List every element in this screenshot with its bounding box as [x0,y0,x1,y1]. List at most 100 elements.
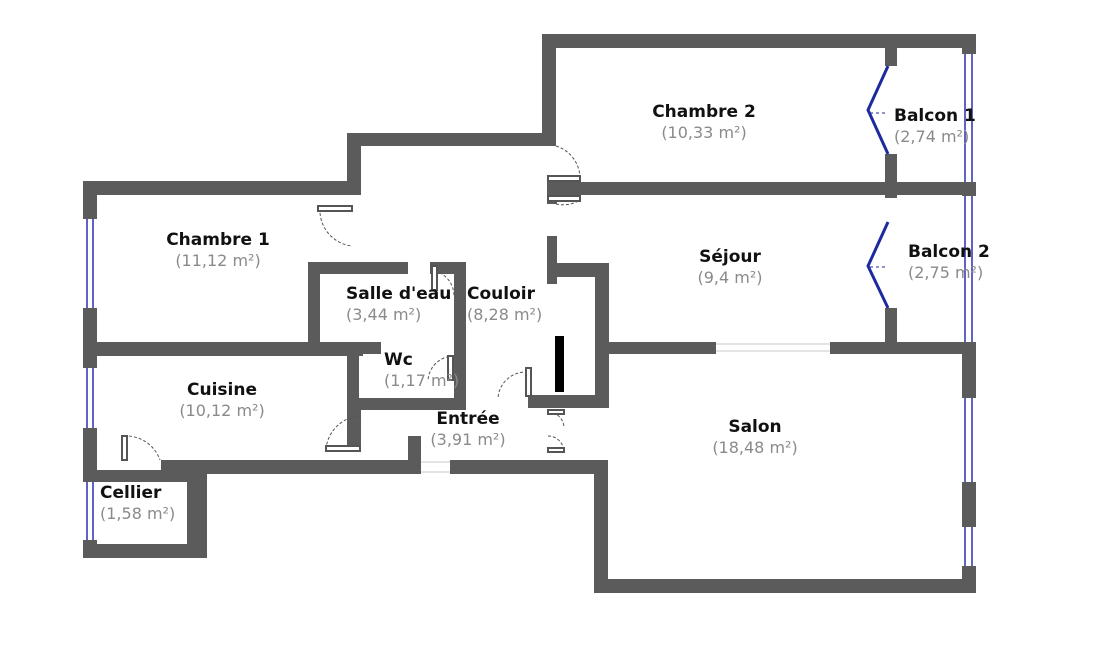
wall [347,342,359,410]
room-chambre-1: Chambre 1 (11,12 m²) [148,230,288,271]
wall [595,263,609,408]
wall [83,181,361,195]
wall [528,395,609,408]
door-arc [319,207,353,247]
windows [86,54,973,566]
wall [547,236,557,284]
wall [83,470,207,482]
wall [187,460,207,558]
room-cellier: Cellier (1,58 m²) [100,483,175,524]
wall [408,436,421,474]
room-sejour: Séjour (9,4 m²) [680,247,780,288]
wall [962,34,976,54]
room-balcon-2: Balcon 2 (2,75 m²) [908,242,990,283]
wall [594,579,976,593]
wall [347,398,466,410]
room-chambre-2: Chambre 2 (10,33 m²) [634,102,774,143]
door-leaf [317,205,353,212]
room-name: Entrée [436,409,500,429]
door-arc [555,199,581,206]
room-couloir: Couloir (8,28 m²) [467,284,542,325]
room-area: (11,12 m²) [175,251,261,271]
room-name: Couloir [467,284,535,304]
room-area: (2,75 m²) [908,263,984,283]
door-leaf [547,195,581,202]
room-name: Balcon 2 [908,242,990,262]
wall [347,133,361,195]
wall [548,460,608,474]
wall [547,263,609,277]
door-leaf [547,447,565,453]
room-name: Cellier [100,483,162,503]
room-area: (1,58 m²) [100,504,176,524]
door-leaf [547,409,565,415]
door-leaves [121,175,581,461]
balcony-door [866,221,890,309]
door-leaf [525,367,532,397]
wall [347,410,361,450]
door-leaf [325,445,361,452]
room-name: Chambre 1 [166,230,270,250]
room-name: Chambre 2 [652,102,756,122]
room-name: Salon [728,417,782,437]
wall [542,34,556,146]
wall [962,182,976,196]
door-arc [497,371,529,399]
wall [962,342,976,398]
wall [609,342,716,354]
wall [555,336,564,392]
door-leaf [431,265,438,291]
door-arc [325,415,362,451]
wall [347,133,556,146]
wall [308,262,408,274]
room-salon: Salon (18,48 m²) [700,417,810,458]
room-area: (10,33 m²) [661,123,747,143]
wall [454,342,466,410]
room-salle-eau: Salle d'eau (3,44 m²) [346,284,451,325]
wall [83,470,113,482]
walls [83,34,976,593]
room-name: Balcon 1 [894,106,976,126]
wall [962,482,976,527]
room-area: (10,12 m²) [179,401,265,421]
wall [83,181,97,219]
wall [885,308,897,352]
wall [885,154,897,198]
room-area: (18,48 m²) [712,438,798,458]
room-cuisine: Cuisine (10,12 m²) [166,380,278,421]
room-area: (2,74 m²) [894,127,970,147]
room-name: Salle d'eau [346,284,452,304]
wall [308,262,320,352]
room-area: (9,4 m²) [697,268,763,288]
room-balcon-1: Balcon 1 (2,74 m²) [894,106,976,147]
wall [161,460,421,474]
balcony-doors [866,65,890,309]
wall [83,308,97,368]
door-leaf [547,175,581,182]
wall [83,544,207,558]
door-leaf [447,355,454,381]
wall [547,182,976,195]
wall [542,34,976,48]
room-entree: Entrée (3,91 m²) [420,409,516,450]
room-area: (3,44 m²) [346,305,422,325]
openings [421,343,830,473]
room-name: Séjour [699,247,761,267]
room-area: (8,28 m²) [467,305,543,325]
wall [83,342,363,356]
wall [83,428,97,470]
room-name: Wc [384,350,413,370]
wall [547,182,557,204]
door-leaf [121,435,128,461]
wall [830,342,976,354]
room-name: Cuisine [187,380,257,400]
room-wc: Wc (1,17 m²) [384,350,459,391]
room-area: (1,17 m²) [384,371,460,391]
wall [885,48,897,66]
door-arc [123,435,161,461]
door-arc [555,145,581,181]
balcony-door [866,65,890,155]
room-area: (3,91 m²) [430,430,506,450]
wall [450,460,548,474]
